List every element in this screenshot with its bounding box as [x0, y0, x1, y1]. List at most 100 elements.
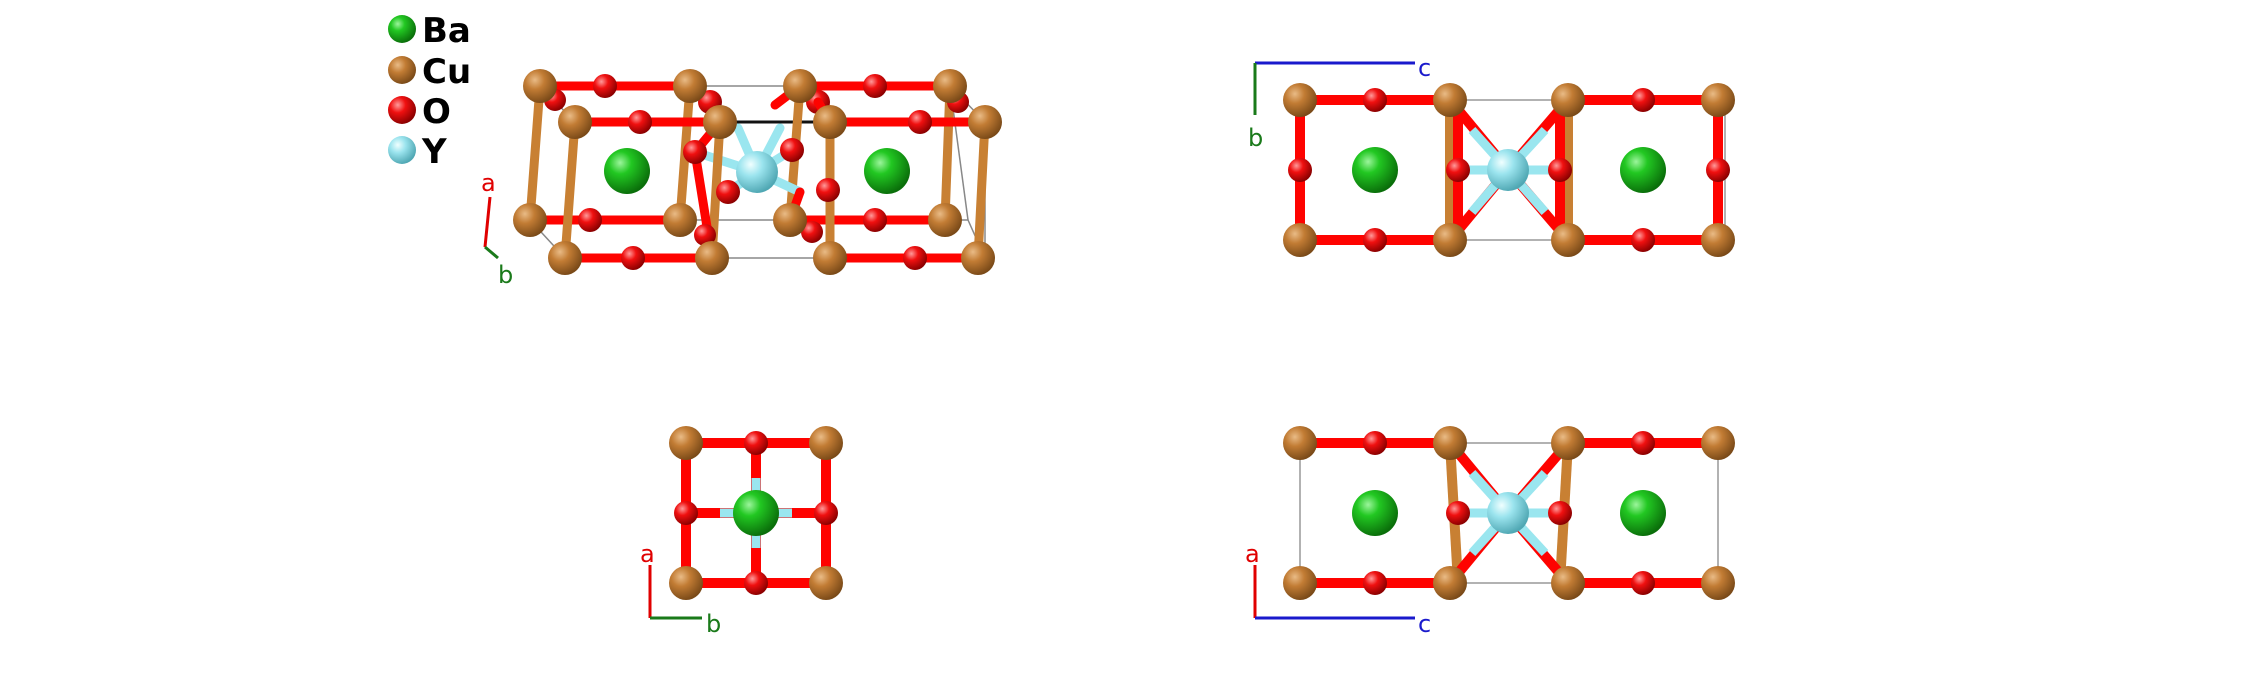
- cu-atom: [813, 241, 847, 275]
- ba-ball-icon: [388, 15, 416, 43]
- o-atom: [744, 571, 768, 595]
- cu-atom: [558, 105, 592, 139]
- axis-label-a: a: [481, 169, 496, 197]
- cu-atom: [809, 566, 843, 600]
- cu-atom: [1283, 566, 1317, 600]
- o-atom: [1446, 501, 1470, 525]
- axis-label-b: b: [498, 261, 513, 289]
- axis-label-c: c: [1418, 54, 1431, 82]
- panel-view-along-b: a c: [1245, 426, 1735, 638]
- o-atom: [1631, 228, 1655, 252]
- panel-view-along-a: c b: [1248, 54, 1735, 257]
- cu-atom: [1701, 223, 1735, 257]
- o-atom: [801, 221, 823, 243]
- legend-label-o: O: [422, 92, 451, 132]
- o-atom: [1288, 158, 1312, 182]
- legend-item-ba: Ba: [388, 11, 471, 51]
- o-atom: [863, 208, 887, 232]
- o-atom: [621, 246, 645, 270]
- cu-atom: [523, 69, 557, 103]
- cu-atom: [548, 241, 582, 275]
- cu-atom: [1551, 566, 1585, 600]
- axis-triad-along-c: a b: [640, 540, 721, 638]
- legend-item-cu: Cu: [388, 52, 471, 92]
- o-atom: [908, 110, 932, 134]
- cu-atom: [1433, 566, 1467, 600]
- cu-atom: [1701, 426, 1735, 460]
- o-atom: [1363, 228, 1387, 252]
- o-atom: [1706, 158, 1730, 182]
- cu-atom: [669, 426, 703, 460]
- cu-atom: [1283, 223, 1317, 257]
- cu-atom: [1283, 426, 1317, 460]
- y-ball-icon: [388, 136, 416, 164]
- axis-label-c: c: [1418, 610, 1431, 638]
- cu-atom: [663, 203, 697, 237]
- cu-atom: [1433, 83, 1467, 117]
- legend-item-o: O: [388, 92, 451, 132]
- atoms-front: [513, 105, 1002, 275]
- y-atom: [736, 151, 778, 193]
- ba-atom: [864, 148, 910, 194]
- axis-label-a: a: [1245, 540, 1260, 568]
- cu-atom: [773, 203, 807, 237]
- o-atom: [780, 138, 804, 162]
- panel-view-along-c: a b: [640, 426, 843, 638]
- o-atom: [814, 501, 838, 525]
- o-atom: [674, 501, 698, 525]
- legend-label-ba: Ba: [422, 11, 471, 51]
- ba-atom: [1620, 147, 1666, 193]
- o-atom: [578, 208, 602, 232]
- cu-atom: [513, 203, 547, 237]
- axis-triad-perspective: a b: [481, 169, 513, 289]
- cu-atom: [1433, 223, 1467, 257]
- o-atom: [1631, 88, 1655, 112]
- cu-atom: [1551, 426, 1585, 460]
- y-atom: [1487, 149, 1529, 191]
- o-atom: [1631, 431, 1655, 455]
- cu-atom: [1701, 83, 1735, 117]
- ba-atom: [604, 148, 650, 194]
- o-atom: [716, 180, 740, 204]
- cu-atom: [669, 566, 703, 600]
- o-atom: [744, 431, 768, 455]
- o-atom: [1548, 158, 1572, 182]
- o-atom: [816, 178, 840, 202]
- cu-ball-icon: [388, 56, 416, 84]
- panel-perspective-view: a b: [481, 69, 1002, 289]
- o-atom: [593, 74, 617, 98]
- unit-cell-outline: [1299, 442, 1719, 584]
- y-atom: [1487, 492, 1529, 534]
- o-atom: [628, 110, 652, 134]
- cu-atom: [695, 241, 729, 275]
- cu-atom: [1551, 83, 1585, 117]
- axis-label-b: b: [706, 610, 721, 638]
- ba-atom: [733, 490, 779, 536]
- legend: Ba Cu O Y: [388, 11, 471, 172]
- ba-atom: [1352, 147, 1398, 193]
- cu-atom: [673, 69, 707, 103]
- o-atom: [863, 74, 887, 98]
- cu-atom: [783, 69, 817, 103]
- o-atom: [1548, 501, 1572, 525]
- o-atom: [683, 140, 707, 164]
- legend-item-y: Y: [388, 132, 447, 172]
- o-atom: [694, 224, 716, 246]
- cu-atom: [1701, 566, 1735, 600]
- cu-atom: [1551, 223, 1585, 257]
- cu-atom: [933, 69, 967, 103]
- o-atom: [1363, 571, 1387, 595]
- o-ball-icon: [388, 96, 416, 124]
- axis-triad-along-b: a c: [1245, 540, 1431, 638]
- o-atom: [1446, 158, 1470, 182]
- cu-atom: [1283, 83, 1317, 117]
- cu-atom: [809, 426, 843, 460]
- o-atom: [1363, 88, 1387, 112]
- cu-atom: [961, 241, 995, 275]
- o-atom: [1363, 431, 1387, 455]
- cu-atom: [703, 105, 737, 139]
- cu-atom: [1433, 426, 1467, 460]
- cu-atom: [813, 105, 847, 139]
- atoms-back: [523, 69, 969, 232]
